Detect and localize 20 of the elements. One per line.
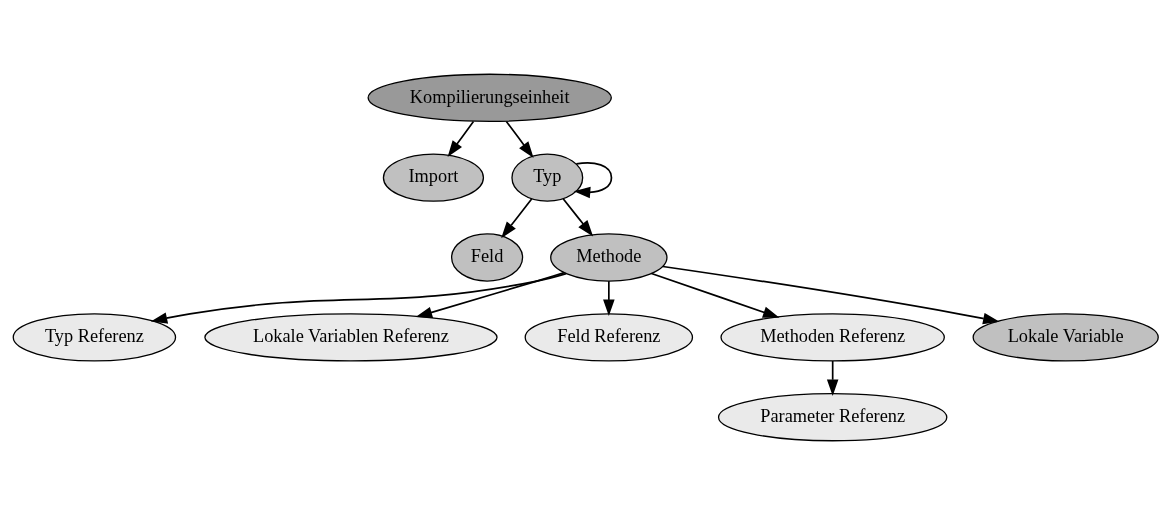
node-ellipse: Methoden Referenz: [720, 312, 945, 362]
node-ellipse: Methode: [550, 232, 668, 282]
arrow: [447, 120, 475, 157]
node-ellipse: Import: [382, 152, 485, 202]
arrow: [505, 120, 534, 158]
arrow: [662, 265, 1000, 324]
arrow: [826, 359, 839, 396]
arrow: [501, 197, 533, 238]
node-ellipse: Feld: [450, 232, 524, 282]
arrow: [650, 272, 780, 318]
arrow: [415, 271, 566, 318]
arrow: [603, 279, 615, 316]
node-ellipse: Lokale Variablen Referenz: [204, 312, 498, 362]
node-ellipse: Kompilierungseinheit: [367, 73, 612, 122]
arrow: [150, 272, 568, 324]
node-ellipse: Parameter Referenz: [717, 392, 948, 441]
arrow: [562, 197, 594, 236]
arrow: [573, 161, 613, 198]
node-ellipse: Feld Referenz: [524, 312, 694, 362]
node-ellipse: Typ: [511, 152, 584, 202]
